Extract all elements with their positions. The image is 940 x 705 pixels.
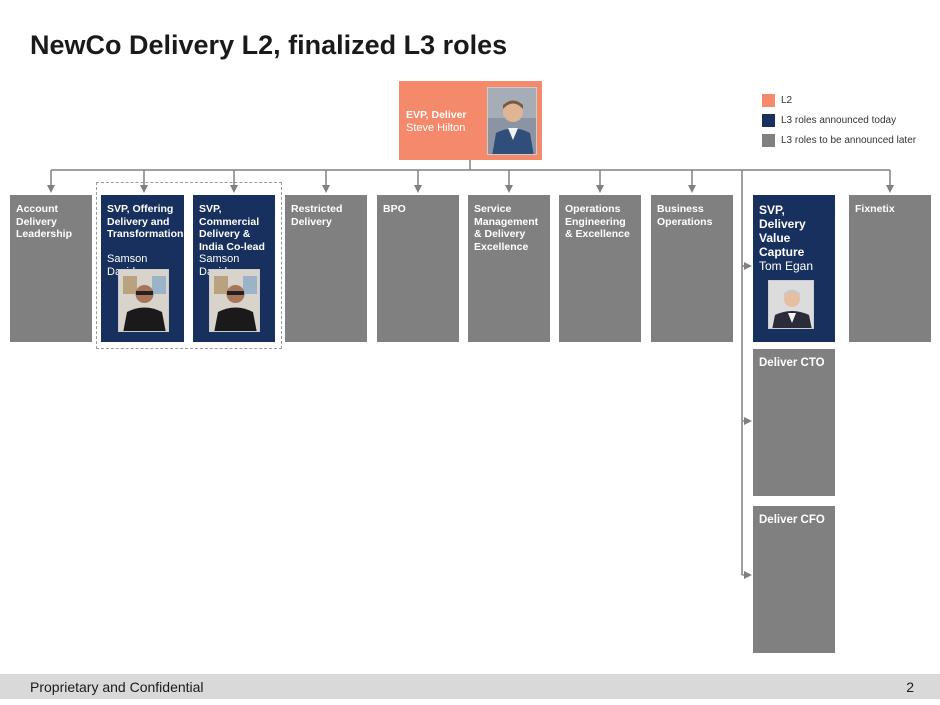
role-box-account-delivery-leadership: Account Delivery Leadership <box>10 195 92 342</box>
role-title: Operations Engineering & Excellence <box>565 203 635 241</box>
role-title: Fixnetix <box>855 203 925 216</box>
role-title: BPO <box>383 203 453 216</box>
role-title: Deliver CTO <box>759 357 829 370</box>
role-box-restricted-delivery: Restricted Delivery <box>285 195 367 342</box>
sub-role-box-deliver-cto: Deliver CTO <box>753 349 835 496</box>
role-title: Restricted Delivery <box>291 203 361 228</box>
role-title: Deliver CFO <box>759 514 829 527</box>
role-box-offering-delivery: SVP, Offering Delivery and Transformatio… <box>101 195 184 342</box>
role-box-service-management: Service Management & Delivery Excellence <box>468 195 550 342</box>
person-photo-icon <box>118 269 169 332</box>
footer-text: Proprietary and Confidential <box>30 679 204 695</box>
person-photo-icon <box>209 269 260 332</box>
role-box-commercial-delivery: SVP, Commercial Delivery & India Co-lead… <box>193 195 275 342</box>
footer: Proprietary and Confidential 2 <box>0 674 940 699</box>
person-photo-icon <box>487 87 537 155</box>
role-title: Business Operations <box>657 203 727 228</box>
role-title: SVP, Commercial Delivery & India Co-lead <box>199 203 269 253</box>
sub-role-box-deliver-cfo: Deliver CFO <box>753 506 835 653</box>
role-title: SVP, Delivery Value Capture <box>759 203 829 259</box>
page-number: 2 <box>906 679 914 695</box>
role-box-fixnetix: Fixnetix <box>849 195 931 342</box>
role-title: Service Management & Delivery Excellence <box>474 203 544 253</box>
role-title: Account Delivery Leadership <box>16 203 86 241</box>
role-box-delivery-value-capture: SVP, Delivery Value Capture Tom Egan <box>753 195 835 342</box>
role-name: Tom Egan <box>759 259 829 273</box>
role-title: SVP, Offering Delivery and Transformatio… <box>107 203 178 241</box>
role-box-operations-engineering: Operations Engineering & Excellence <box>559 195 641 342</box>
role-box-business-operations: Business Operations <box>651 195 733 342</box>
evp-deliver-box: EVP, Deliver Steve Hilton <box>399 81 542 160</box>
person-photo-icon <box>768 280 814 329</box>
role-box-bpo: BPO <box>377 195 459 342</box>
